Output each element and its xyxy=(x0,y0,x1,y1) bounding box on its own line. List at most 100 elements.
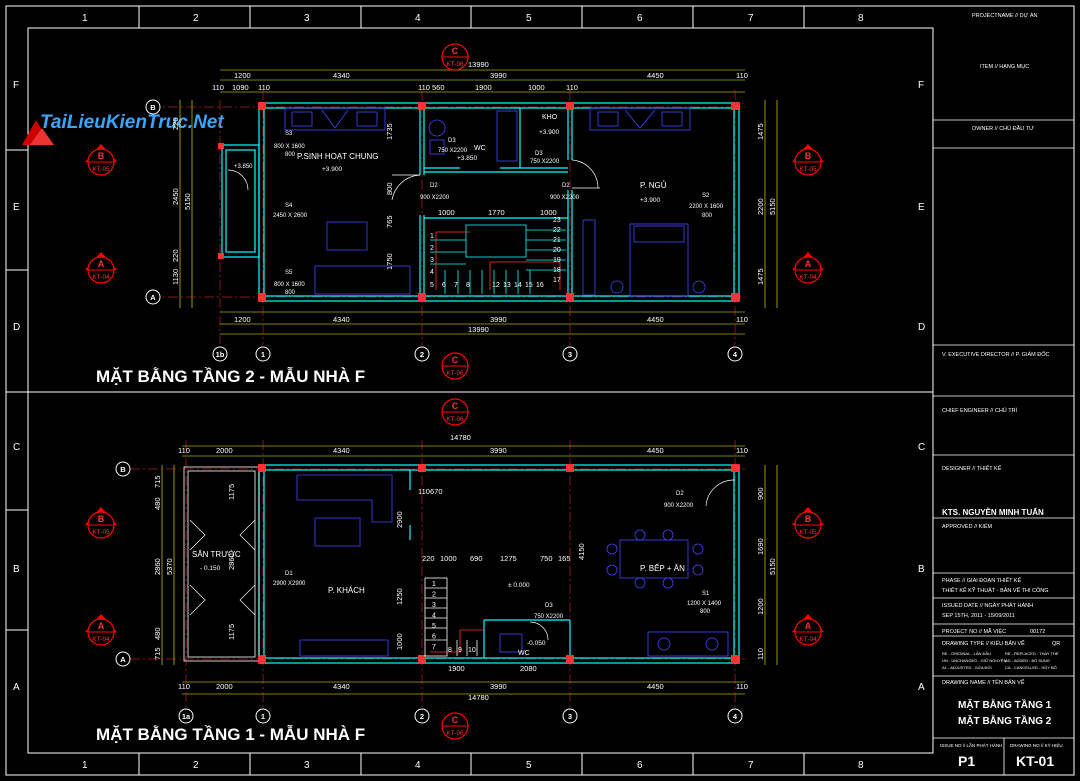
stair-step: 2 xyxy=(432,592,436,599)
stair-step: 3 xyxy=(432,602,436,609)
tb-phase-value: THIẾT KẾ KỸ THUẬT - BẢN VẼ THI CÔNG xyxy=(942,587,1049,594)
tb-issued-value: SEP 15TH, 2011 - 15/09/2011 xyxy=(942,613,1015,619)
svg-text:2860: 2860 xyxy=(153,558,162,575)
svg-text:+3.850: +3.850 xyxy=(234,164,253,170)
svg-text:S1: S1 xyxy=(702,591,710,597)
svg-text:AD - ADDED - BỔ SUNG: AD - ADDED - BỔ SUNG xyxy=(1005,658,1050,663)
room-level: +3.900 xyxy=(322,166,342,173)
room-name: KHO xyxy=(542,114,558,121)
lower-stair xyxy=(424,577,478,657)
grid-col-label: 6 xyxy=(637,760,643,771)
grid-col-label: 2 xyxy=(193,13,199,24)
svg-text:5150: 5150 xyxy=(768,198,777,215)
svg-text:1175: 1175 xyxy=(227,484,236,500)
svg-text:1090: 1090 xyxy=(232,83,249,92)
svg-text:S2: S2 xyxy=(702,193,710,199)
tb-designer-name: KTS. NGUYỄN MINH TUẤN xyxy=(942,507,1044,517)
svg-text:RE - ORIGINAL - LẦN ĐẦU: RE - ORIGINAL - LẦN ĐẦU xyxy=(942,651,991,656)
svg-text:5370: 5370 xyxy=(165,558,174,575)
svg-text:2900: 2900 xyxy=(395,511,404,528)
stair-step: 4 xyxy=(432,613,436,620)
svg-text:900 X2200: 900 X2200 xyxy=(420,195,450,201)
tb-drawing-type-value: QR xyxy=(1052,641,1060,647)
axis-label: 4 xyxy=(733,350,738,359)
lower-furniture xyxy=(296,474,729,657)
tb-drawing-no: KT-01 xyxy=(1016,753,1054,769)
stair-step: 8 xyxy=(448,647,452,654)
tb-drawing-title-1: MẶT BẰNG TẦNG 1 xyxy=(958,698,1052,711)
tb-drawing-no-label: DRAWING NO // KÝ HIỆU xyxy=(1010,741,1063,748)
section-marker: CKT-06 xyxy=(441,352,469,380)
svg-text:4340: 4340 xyxy=(333,315,350,324)
svg-text:220: 220 xyxy=(422,554,435,563)
section-letter: B xyxy=(98,514,105,524)
svg-text:1000: 1000 xyxy=(440,554,457,563)
stair-step: 14 xyxy=(514,282,522,289)
stair-step: 18 xyxy=(553,267,561,274)
svg-text:2450 X 2600: 2450 X 2600 xyxy=(273,213,308,219)
grid-col-label: 5 xyxy=(526,13,532,24)
svg-text:1200: 1200 xyxy=(234,71,251,80)
tb-drawing-name-label: DRAWING NAME // TÊN BẢN VẼ xyxy=(942,678,1025,686)
section-marker: B KT-05 xyxy=(85,507,117,539)
section-ref: KT-06 xyxy=(446,416,464,423)
stair-step: 2 xyxy=(430,245,434,252)
section-marker: AKT-04 xyxy=(85,252,117,284)
lower-walls xyxy=(258,464,740,664)
svg-text:D3: D3 xyxy=(448,138,456,144)
svg-text:1475: 1475 xyxy=(756,123,765,140)
grid-row-label: B xyxy=(918,564,925,575)
grid-col-label: 6 xyxy=(637,13,643,24)
sheet-grid-ticks xyxy=(6,6,805,775)
grid-row-label: C xyxy=(918,442,925,453)
title-block: PROJECTNAME // DỰ ÁN ITEM // HẠNG MỤC OW… xyxy=(933,12,1074,775)
stair-step: 12 xyxy=(492,282,500,289)
tb-issued-label: ISSUED DATE // NGÀY PHÁT HÀNH xyxy=(942,602,1033,609)
room-level: +3.900 xyxy=(640,197,660,204)
section-marker: BKT-05 xyxy=(85,144,117,176)
grid-col-label: 1 xyxy=(82,13,88,24)
lower-axis-lines xyxy=(130,440,745,710)
tb-drawing-title-2: MẶT BẰNG TẦNG 2 xyxy=(958,714,1052,727)
grid-row-label: D xyxy=(918,322,925,333)
watermark-text: TaiLieuKienTruc.Net xyxy=(40,112,224,133)
room-level: - 0.150 xyxy=(200,565,221,572)
section-ref: KT-05 xyxy=(92,529,110,536)
section-letter: C xyxy=(452,46,459,56)
svg-text:220: 220 xyxy=(171,117,180,130)
axis-bubble: 1 xyxy=(255,708,271,724)
svg-text:1000: 1000 xyxy=(395,633,404,650)
axis-bubble: 2 xyxy=(414,346,430,362)
svg-text:4450: 4450 xyxy=(647,446,664,455)
axis-bubble: 3 xyxy=(562,346,578,362)
svg-text:1275: 1275 xyxy=(500,554,517,563)
svg-text:900: 900 xyxy=(756,487,765,500)
svg-text:3990: 3990 xyxy=(490,315,507,324)
svg-text:3990: 3990 xyxy=(490,682,507,691)
grid-row-label: C xyxy=(13,442,20,453)
upper-furniture xyxy=(284,107,706,297)
svg-text:800: 800 xyxy=(702,213,713,219)
svg-text:1250: 1250 xyxy=(395,588,404,605)
svg-text:2080: 2080 xyxy=(520,664,537,673)
svg-text:RE - REPLACED - THAY THẾ: RE - REPLACED - THAY THẾ xyxy=(1005,651,1059,656)
svg-text:4150: 4150 xyxy=(577,543,586,560)
lower-columns xyxy=(258,464,739,663)
stair-step: 13 xyxy=(503,282,511,289)
tb-project-no-value: 00172 xyxy=(1030,629,1045,635)
svg-text:4340: 4340 xyxy=(333,446,350,455)
svg-text:4340: 4340 xyxy=(333,71,350,80)
upper-walls xyxy=(221,102,740,302)
stair-step: 8 xyxy=(466,282,470,289)
room-level: +3.900 xyxy=(539,129,559,136)
svg-text:750 X2200: 750 X2200 xyxy=(438,148,468,154)
axis-label: 1a xyxy=(182,712,191,721)
tb-issue-no: P1 xyxy=(958,753,975,769)
stair-step: 6 xyxy=(432,634,436,641)
svg-text:110: 110 xyxy=(178,446,190,455)
section-letter: C xyxy=(452,715,459,725)
axis-label: 1 xyxy=(261,350,265,359)
lower-opening-tags: D1 2900 X2900 D2 900 X2200 D3 750 X2200 … xyxy=(273,491,722,620)
svg-text:13990: 13990 xyxy=(468,60,489,69)
